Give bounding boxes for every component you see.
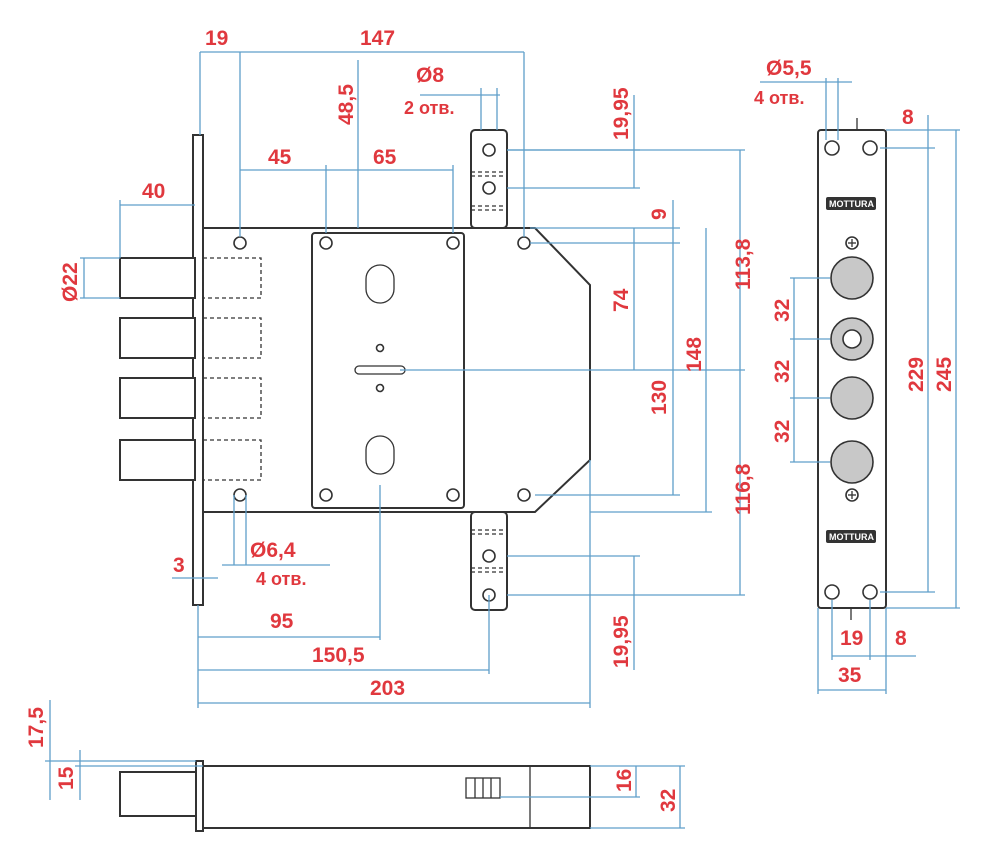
side-view	[119, 760, 591, 832]
dim-32-c: 32	[771, 420, 794, 443]
cylinder-bolt-1	[830, 256, 874, 300]
dim-19-top: 19	[205, 27, 228, 50]
dim-16: 16	[613, 769, 636, 792]
side-forend	[195, 760, 204, 832]
dim-40: 40	[142, 180, 165, 203]
bottom-rod-connector	[470, 511, 508, 611]
forend-hole-br	[862, 584, 878, 600]
plate-screw-br	[446, 488, 460, 502]
dim-65: 65	[373, 146, 397, 169]
dim-6-4-hole: Ø6,4	[250, 539, 296, 562]
bolts	[119, 257, 262, 481]
plate-screw-tl	[319, 236, 333, 250]
dim-95: 95	[270, 610, 294, 633]
dim-32-side: 32	[657, 789, 680, 812]
dim-19-95-bottom: 19,95	[610, 615, 633, 668]
plate-screw-tr	[446, 236, 460, 250]
dim-74: 74	[610, 288, 633, 312]
side-bolt	[119, 771, 197, 817]
dim-229: 229	[905, 357, 928, 392]
forend-hole-tr	[862, 140, 878, 156]
dim-19-95-top: 19,95	[610, 87, 633, 140]
dim-116-8: 116,8	[732, 463, 755, 515]
case-hole-tr	[517, 236, 531, 250]
front-dimensions: 19 147 48,5 Ø8 2 отв. 19,95 45 65 40 Ø22	[59, 27, 755, 708]
dim-245: 245	[933, 357, 956, 392]
dim-8-plate-top: 8	[902, 106, 914, 129]
dim-148: 148	[683, 337, 706, 372]
dim-32-b: 32	[771, 360, 794, 383]
bolt-2-hidden	[202, 317, 262, 359]
dim-150-5: 150,5	[312, 644, 365, 667]
bolt-2	[119, 317, 196, 359]
forend-face-view: MOTTURA MOTTURA	[817, 118, 887, 620]
bolt-4	[119, 439, 196, 481]
dim-130: 130	[648, 380, 671, 415]
dim-5-5-hole: Ø5,5	[766, 57, 812, 80]
side-dimensions: 17,5 15 16 32	[25, 700, 685, 829]
top-rod-connector	[470, 129, 508, 229]
case-hole-tl	[233, 236, 247, 250]
bolt-4-hidden	[202, 439, 262, 481]
dim-35: 35	[838, 664, 862, 687]
keyhole-dot-top	[375, 343, 385, 353]
dim-6-4-hole-count: 4 отв.	[256, 569, 306, 589]
dim-9: 9	[648, 208, 671, 220]
logo-upper: MOTTURA	[829, 199, 874, 209]
dim-3: 3	[173, 554, 185, 577]
dim-15: 15	[55, 766, 78, 790]
keyhole-dot-bottom	[375, 383, 385, 393]
dim-17-5: 17,5	[25, 707, 48, 748]
dim-5-5-hole-count: 4 отв.	[754, 88, 804, 108]
bolt-3	[119, 377, 196, 419]
cylinder-bolt-4	[830, 440, 874, 484]
forend-face	[817, 129, 887, 609]
dim-22: Ø22	[59, 262, 82, 302]
case-hole-bl	[233, 488, 247, 502]
upper-slot	[365, 264, 395, 304]
dim-113-8: 113,8	[732, 238, 755, 290]
forend-hole-tl	[824, 140, 840, 156]
dim-8-plate-bottom: 8	[895, 627, 907, 650]
lower-slot	[365, 435, 395, 475]
dim-8-hole: Ø8	[416, 64, 444, 87]
dim-48-5: 48,5	[335, 84, 358, 125]
cylinder-bolt-3	[830, 376, 874, 420]
forend-dimensions: Ø5,5 4 отв. 8 229 245 32 32 32 19 8 35	[754, 57, 960, 694]
dim-32-a: 32	[771, 299, 794, 322]
dim-19-plate: 19	[840, 627, 863, 650]
bolt-1-hidden	[202, 257, 262, 299]
dim-203: 203	[370, 677, 405, 700]
dim-8-hole-count: 2 отв.	[404, 98, 454, 118]
bolt-3-hidden	[202, 377, 262, 419]
case-hole-br	[517, 488, 531, 502]
dim-147: 147	[360, 27, 395, 50]
bolt-1	[119, 257, 196, 299]
plate-screw-bl	[319, 488, 333, 502]
forend-hole-bl	[824, 584, 840, 600]
dim-45: 45	[268, 146, 292, 169]
front-view	[119, 129, 591, 611]
logo-lower: MOTTURA	[829, 532, 874, 542]
